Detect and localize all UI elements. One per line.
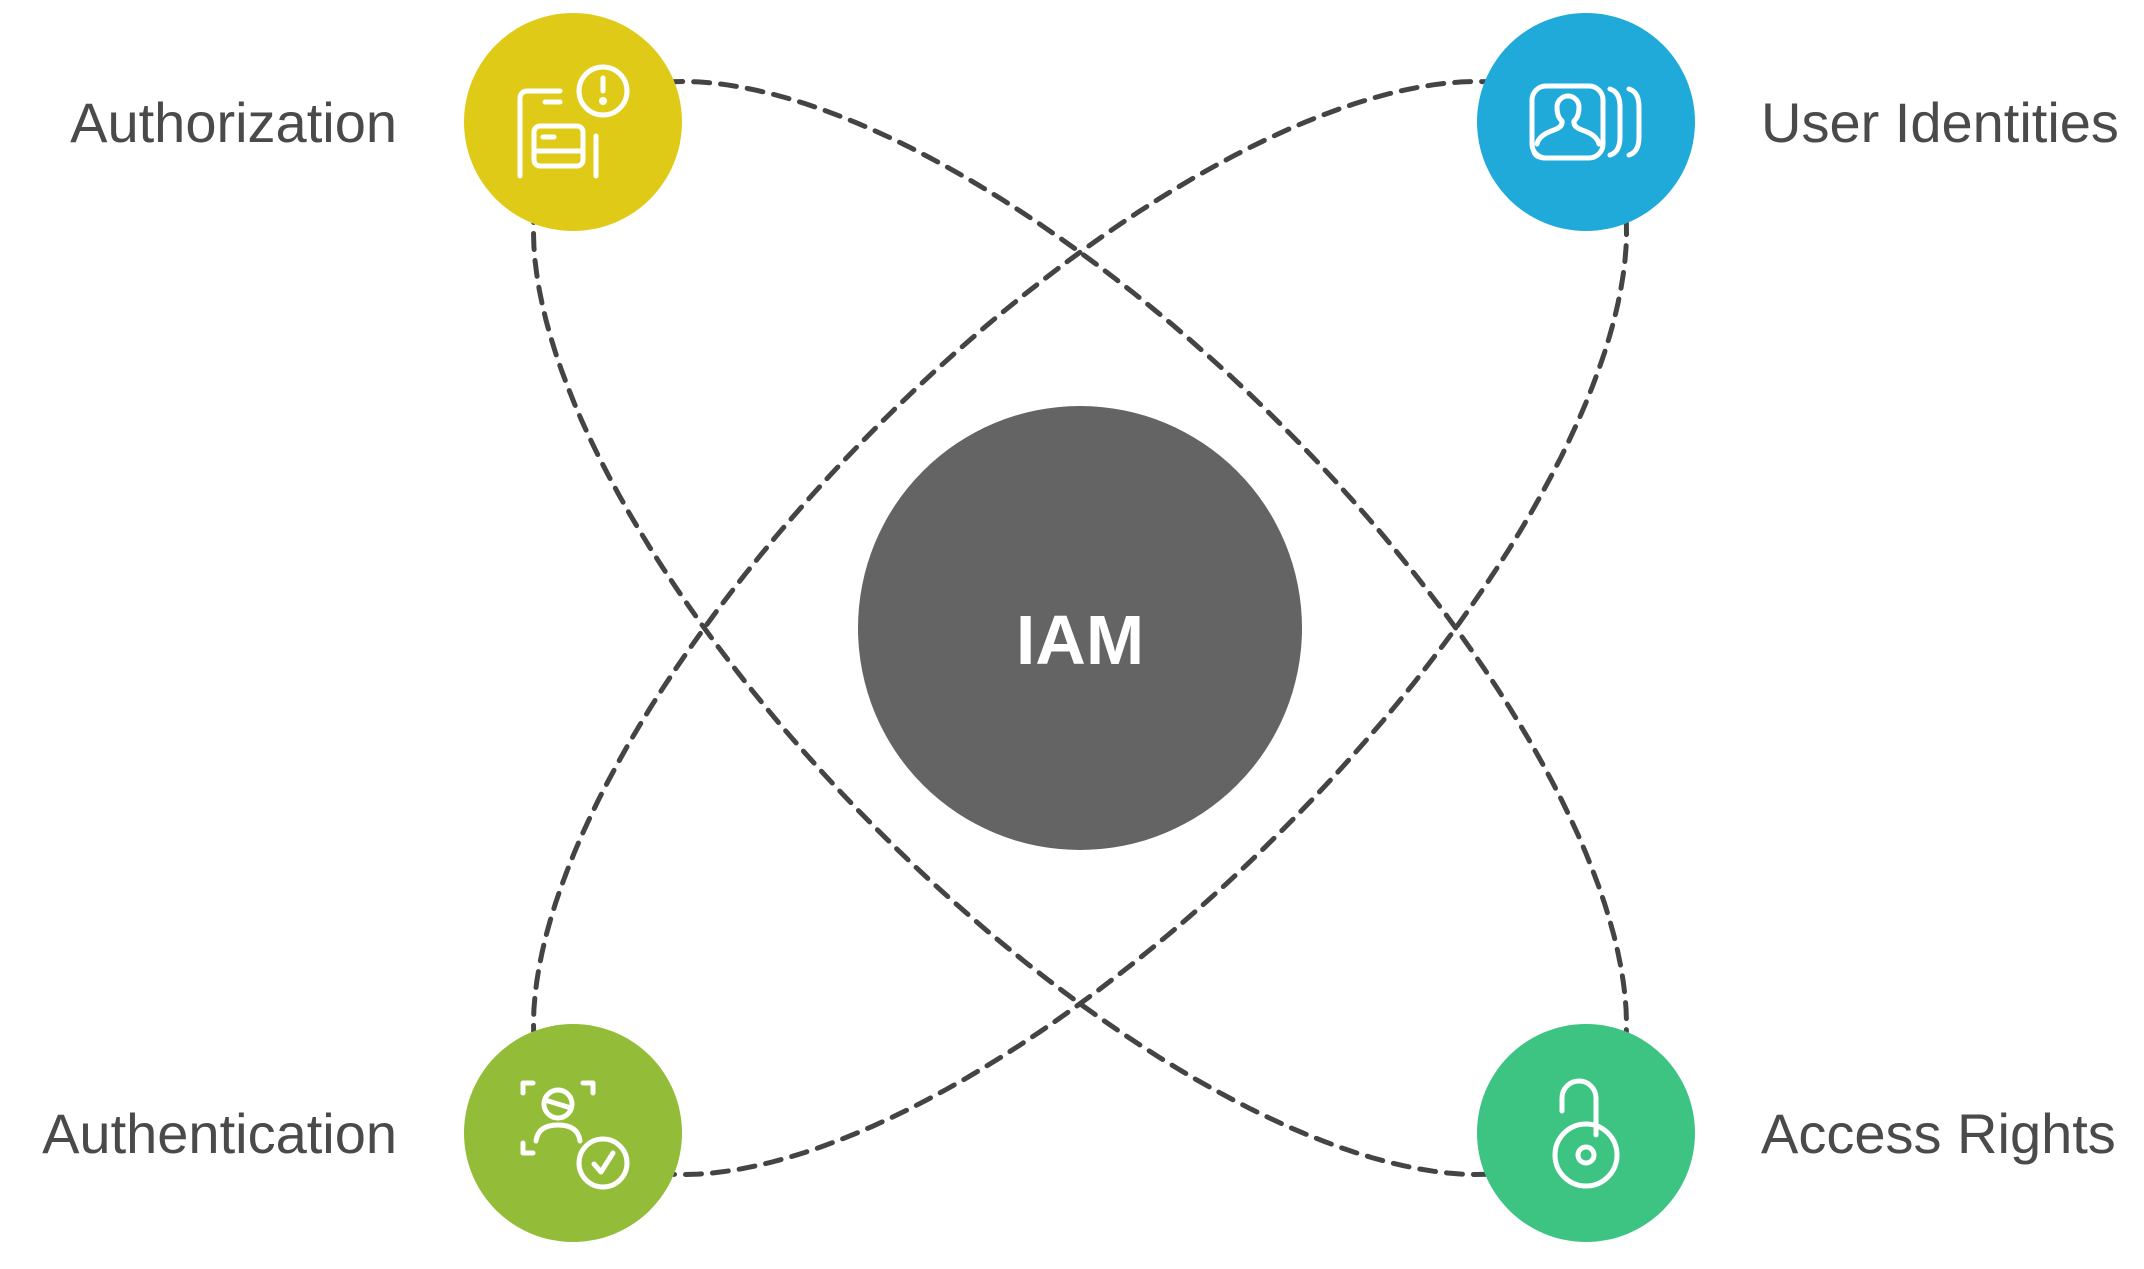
authorization-node [464, 13, 682, 231]
face-verification-icon [520, 1080, 630, 1190]
user-identities-node [1477, 13, 1695, 231]
iam-center-label: IAM [1015, 601, 1145, 679]
access-rights-label: Access Rights [1761, 1102, 2116, 1165]
document-alert-icon [517, 64, 630, 179]
authentication-node [464, 1024, 682, 1242]
user-id-card-icon [1529, 83, 1642, 161]
iam-center-circle [858, 406, 1302, 850]
authorization-label: Authorization [70, 91, 397, 154]
authentication-label: Authentication [42, 1102, 397, 1165]
user-identities-label: User Identities [1761, 91, 2119, 154]
access-rights-node [1477, 1024, 1695, 1242]
unlocked-padlock-icon [1552, 1078, 1620, 1189]
